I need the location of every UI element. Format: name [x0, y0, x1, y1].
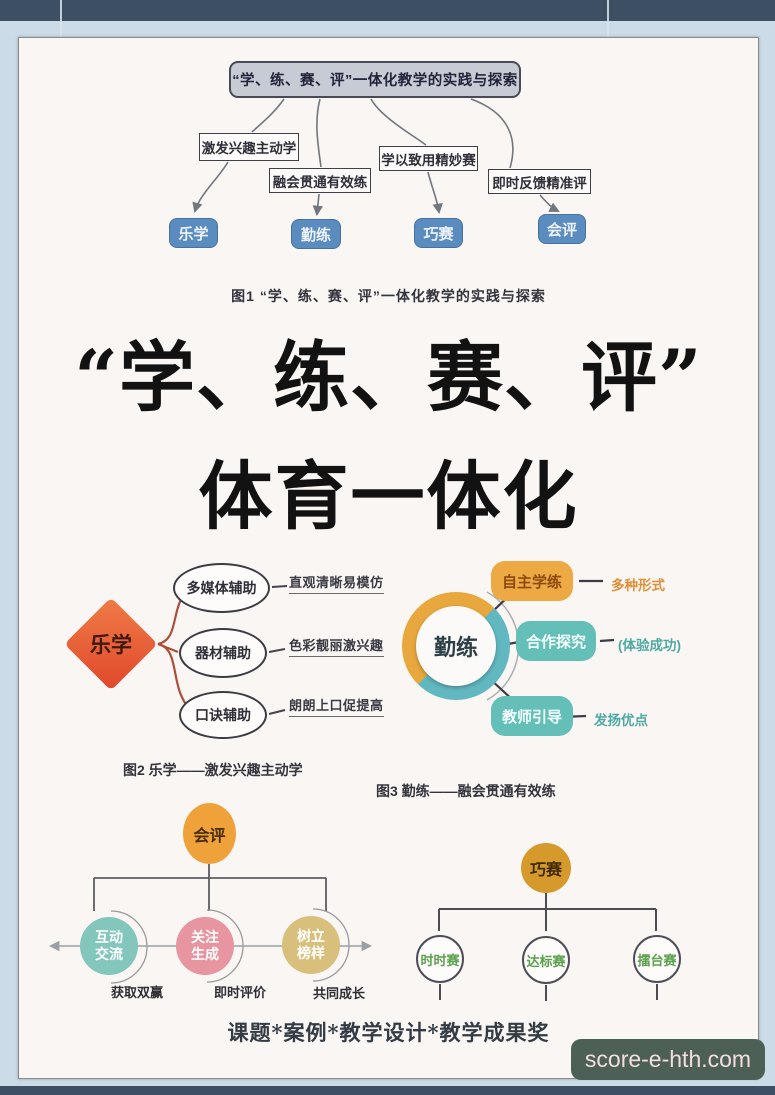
- fig1-node-qiaosai: 巧赛: [414, 218, 463, 248]
- bottom-frame-bar: [0, 1086, 775, 1095]
- fig4-bracket: [93, 864, 327, 911]
- fig2-caption: 图2 乐学——激发兴趣主动学: [123, 762, 303, 778]
- fig5-circle-dabiaosai: 达标赛: [522, 936, 570, 984]
- fig4-circle-role-model-label: 树立榜样: [297, 928, 325, 961]
- fig3-node-cooperation: 合作探究: [516, 621, 596, 661]
- fig1-node-huiping: 会评: [538, 214, 586, 244]
- fig2-root-diamond: 乐学: [64, 597, 158, 691]
- fig4-circle-interaction: 互动交流: [80, 917, 138, 975]
- fig2-node-multimedia: 多媒体辅助: [173, 563, 270, 613]
- fig3-sub-label-3: 发扬优点: [594, 713, 648, 728]
- fig4-circle-interaction-label: 互动交流: [95, 929, 123, 962]
- connector-lines-layer: [48, 98, 658, 1001]
- watermark-badge: score-e-hth.com: [571, 1039, 765, 1080]
- fig4-circle-generation-label: 关注生成: [191, 929, 219, 962]
- fig3-node-self-practice: 自主学练: [491, 561, 573, 601]
- fig1-branch-label-huiping: 即时反馈精准评: [488, 169, 591, 194]
- fig3-root-label: 勤练: [416, 606, 496, 686]
- fig2-sub-label-1: 直观清晰易模仿: [289, 572, 384, 594]
- fig5-circle-leitaisai: 擂台赛: [633, 935, 681, 983]
- fig4-circle-role-model: 树立榜样: [282, 916, 340, 974]
- fig1-node-lexue: 乐学: [169, 218, 218, 248]
- fig5-circle-shishisai: 时时赛: [416, 935, 464, 983]
- fig4-circle-generation: 关注生成: [176, 917, 234, 975]
- poster-page: “学、练、赛、评”一体化教学的实践与探索 激发兴趣主动学 融会贯通有效练 学以致…: [18, 37, 765, 1080]
- frame-divider-line-left: [60, 0, 62, 38]
- top-frame-bar: [0, 0, 775, 21]
- fig1-node-qinlian: 勤练: [291, 219, 341, 249]
- fig2-dashes: [268, 585, 288, 715]
- frame-divider-line-right: [607, 0, 609, 38]
- fig4-sub-label-2: 即时评价: [214, 985, 267, 1000]
- fig4-root-circle: 会评: [183, 803, 236, 864]
- fig1-branch-label-qinlian: 融会贯通有效练: [269, 168, 371, 193]
- fig3-node-teacher-guide: 教师引导: [491, 696, 573, 736]
- fig3-sub-label-1: 多种形式: [611, 578, 665, 593]
- fig1-caption: 图1 “学、练、赛、评”一体化教学的实践与探索: [231, 288, 546, 304]
- poster-title-line2: 体育一体化: [198, 454, 579, 540]
- fig1-root-box: “学、练、赛、评”一体化教学的实践与探索: [229, 61, 521, 98]
- fig2-root-label: 乐学: [90, 634, 132, 657]
- footer-awards-text: 课题*案例*教学设计*教学成果奖: [227, 1020, 550, 1045]
- fig4-sub-label-1: 获取双赢: [111, 985, 164, 1000]
- fig2-node-equipment: 器材辅助: [179, 628, 267, 678]
- fig3-sub-label-2: (体验成功): [618, 638, 681, 653]
- fig1-branch-label-lexue: 激发兴趣主动学: [199, 133, 299, 161]
- fig1-branch-label-qiaosai: 学以致用精妙赛: [379, 146, 478, 171]
- fig2-sub-label-2: 色彩靓丽激兴趣: [289, 635, 384, 657]
- fig5-root-circle: 巧赛: [521, 843, 571, 893]
- fig3-caption: 图3 勤练——融会贯通有效练: [376, 783, 556, 799]
- fig2-sub-label-3: 朗朗上口促提高: [289, 695, 384, 717]
- fig3-root-ring: 勤练: [402, 592, 510, 700]
- fig4-sub-label-3: 共同成长: [313, 986, 366, 1001]
- fig2-node-mnemonic: 口诀辅助: [179, 691, 267, 739]
- poster-title-line1: “学、练、赛、评”: [74, 333, 703, 422]
